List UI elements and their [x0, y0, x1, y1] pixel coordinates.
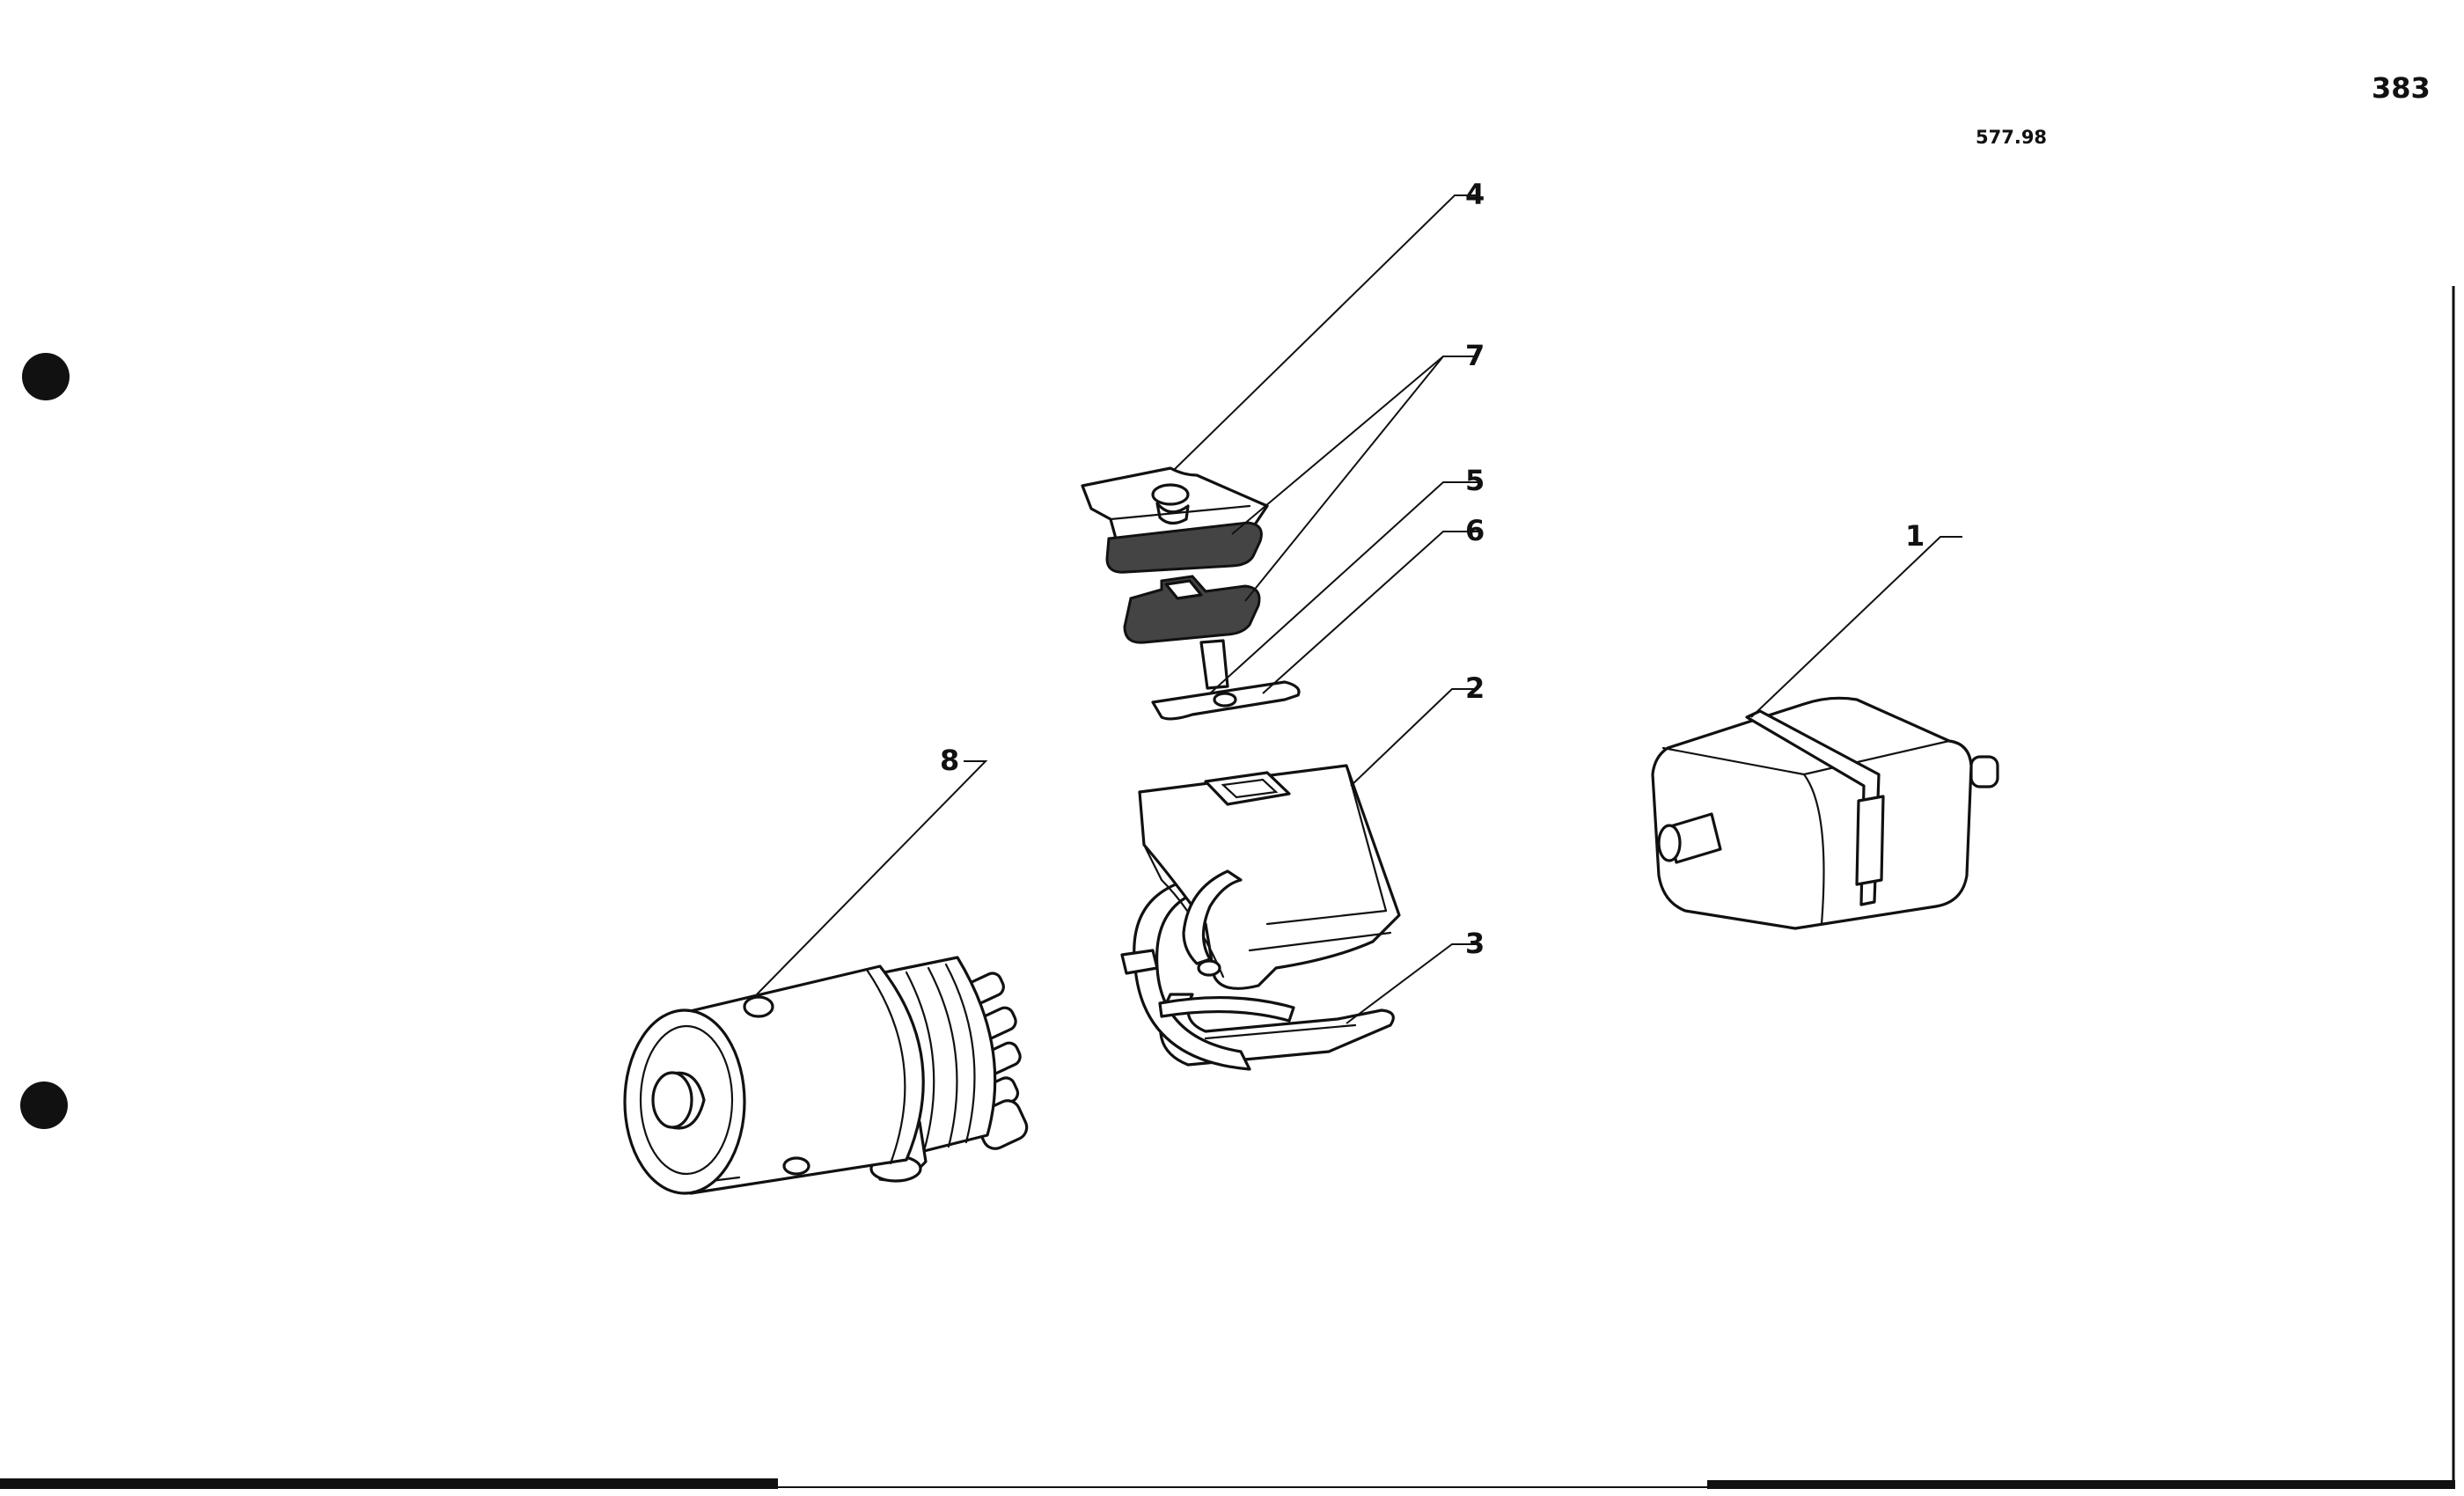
- reference-code: 577.98: [1976, 127, 2047, 148]
- part-1-reservoir-box: [1651, 696, 1999, 930]
- page-frame: [0, 286, 2455, 1489]
- callout-4: 4: [1465, 178, 1485, 211]
- callout-6: 6: [1465, 514, 1485, 547]
- part-7-foam-pads: [1105, 521, 1263, 644]
- binder-hole-bottom: [20, 1082, 68, 1129]
- callout-5: 5: [1465, 464, 1485, 497]
- callout-2: 2: [1465, 671, 1485, 705]
- part-2-mounting-bracket: [1120, 764, 1401, 1071]
- callout-1: 1: [1905, 519, 1925, 553]
- callout-7: 7: [1465, 339, 1485, 372]
- part-6-clip: [1151, 639, 1301, 721]
- page-number: 383: [2372, 71, 2431, 105]
- callout-3: 3: [1465, 927, 1485, 960]
- callout-labels: 1 2 3 4 5 6 7 8: [940, 178, 1925, 960]
- part-8-pump-motor: [623, 956, 1029, 1195]
- leader-lines: [756, 194, 1962, 1024]
- binder-hole-top: [22, 353, 70, 400]
- callout-8: 8: [940, 744, 959, 777]
